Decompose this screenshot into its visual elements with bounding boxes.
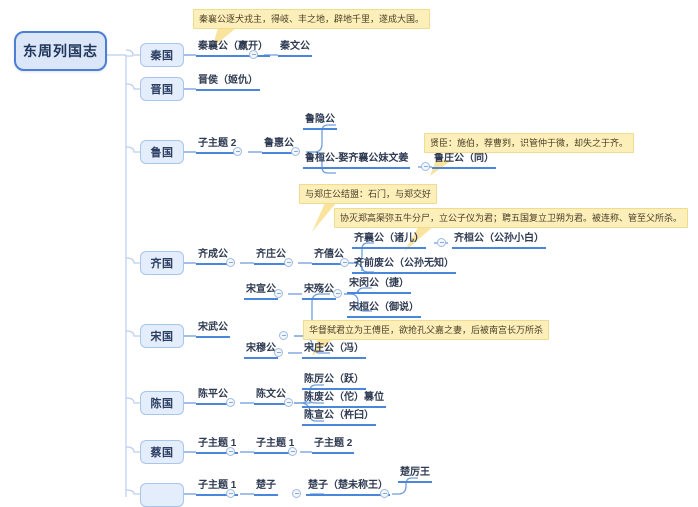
- branch-node-chu[interactable]: [140, 483, 184, 507]
- toggle-chen-pinggong[interactable]: [226, 398, 235, 407]
- leaf-lu-zhuanggong[interactable]: 鲁庄公（同）: [432, 152, 496, 169]
- leaf-lu-huigong[interactable]: 鲁惠公: [262, 137, 296, 154]
- leaf-chen-ligong[interactable]: 陈厉公（跃）: [302, 373, 366, 390]
- leaf-chen-pinggong[interactable]: 陈平公: [196, 388, 230, 405]
- leaf-chu-liwang[interactable]: 楚厉王: [398, 466, 432, 483]
- branch-label: 秦国: [150, 50, 174, 62]
- branch-node-cai[interactable]: 蔡国: [140, 440, 184, 464]
- note-qin[interactable]: 秦襄公逐犬戎主，得岐、丰之地，辟地千里，遂成大国。: [193, 9, 431, 29]
- leaf-qi-xigong[interactable]: 齐僖公: [312, 248, 346, 265]
- leaf-chen-wengong[interactable]: 陈文公: [254, 388, 288, 405]
- branch-node-qin[interactable]: 秦国: [140, 43, 184, 67]
- root-node-label: 东周列国志: [23, 43, 98, 59]
- branch-label: 宋国: [150, 331, 174, 343]
- leaf-qin-wengong[interactable]: 秦文公: [278, 40, 312, 57]
- toggle-chu-sub1[interactable]: [226, 489, 235, 498]
- branch-node-lu[interactable]: 鲁国: [140, 140, 184, 164]
- leaf-chen-xuangong[interactable]: 陈宣公（杵臼）: [302, 409, 376, 426]
- leaf-song-mugong[interactable]: 宋穆公: [244, 342, 278, 359]
- branch-node-chen[interactable]: 陈国: [140, 391, 184, 415]
- leaf-qi-zhuanggong[interactable]: 齐庄公: [254, 248, 288, 265]
- toggle-lu-huangong[interactable]: [421, 162, 430, 171]
- note-song[interactable]: 华督弑君立为王傅臣，欲抢孔父嘉之妻，后被南宫长万所杀: [303, 320, 550, 340]
- leaf-lu-huangong[interactable]: 鲁桓公-娶齐襄公妹文姜: [303, 152, 411, 169]
- note-lu[interactable]: 贤臣：施伯，荐曹刿，识管仲于微，却失之于齐。: [424, 133, 635, 153]
- toggle-song-shanggong[interactable]: [333, 289, 342, 298]
- leaf-chu-zi-unking[interactable]: 楚子（楚未称王）: [306, 479, 390, 496]
- toggle-song-wugong[interactable]: [279, 331, 288, 340]
- leaf-chu-sub1[interactable]: 子主题 1: [196, 479, 239, 496]
- branch-node-qi[interactable]: 齐国: [140, 251, 184, 275]
- branch-node-jin[interactable]: 晋国: [140, 77, 184, 101]
- branch-label: 晋国: [150, 84, 174, 96]
- toggle-song-mugong[interactable]: [274, 348, 283, 357]
- leaf-chen-feigong[interactable]: 陈废公（佗）篡位: [302, 391, 386, 408]
- leaf-cai-sub2[interactable]: 子主题 2: [312, 437, 355, 454]
- leaf-song-xuangong[interactable]: 宋宣公: [244, 283, 278, 300]
- toggle-cai-sub1b[interactable]: [288, 447, 297, 456]
- leaf-song-wugong[interactable]: 宋武公: [196, 321, 230, 338]
- leaf-qin-xianggong[interactable]: 秦襄公（嬴开）: [196, 40, 270, 57]
- leaf-song-mingong[interactable]: 宋闵公（捷）: [347, 277, 411, 294]
- leaf-jin-hou[interactable]: 晋侯（姬仇）: [196, 74, 260, 91]
- leaf-lu-sub2[interactable]: 子主题 2: [196, 137, 239, 154]
- branch-label: 齐国: [150, 258, 174, 270]
- leaf-cai-sub1a[interactable]: 子主题 1: [196, 437, 239, 454]
- branch-label: 陈国: [150, 398, 174, 410]
- root-node[interactable]: 东周列国志: [14, 31, 107, 71]
- toggle-chu-zi[interactable]: [292, 489, 301, 498]
- toggle-qi-chenggong[interactable]: [226, 258, 235, 267]
- leaf-cai-sub1b[interactable]: 子主题 1: [254, 437, 297, 454]
- leaf-qi-chenggong[interactable]: 齐成公: [196, 248, 230, 265]
- toggle-lu-sub2[interactable]: [233, 147, 242, 156]
- toggle-cai-sub1a[interactable]: [226, 447, 235, 456]
- leaf-chu-zi[interactable]: 楚子: [254, 479, 278, 496]
- leaf-qi-xianggong[interactable]: 齐襄公（诸儿）: [352, 232, 426, 249]
- note-qi-alliance[interactable]: 与郑庄公结盟：石门，与郑交好: [299, 184, 438, 204]
- toggle-qi-zhuanggong[interactable]: [284, 258, 293, 267]
- leaf-song-zhuanggong[interactable]: 宋庄公（冯）: [302, 342, 366, 359]
- leaf-lu-yingong[interactable]: 鲁隐公: [303, 113, 337, 130]
- toggle-song-xuangong[interactable]: [274, 289, 283, 298]
- branch-node-song[interactable]: 宋国: [140, 324, 184, 348]
- toggle-qin-xianggong[interactable]: [249, 50, 258, 59]
- branch-label: 鲁国: [150, 147, 174, 159]
- note-qi-events[interactable]: 协灭郑高渠弥五牛分尸，立公子仪为君；聘五国复立卫朔为君。被连称、管至父所杀。: [334, 208, 689, 228]
- toggle-qi-xigong[interactable]: [340, 258, 349, 267]
- leaf-qi-huangong[interactable]: 齐桓公（公孙小白）: [452, 232, 546, 249]
- toggle-lu-huigong[interactable]: [291, 147, 300, 156]
- leaf-song-huangong[interactable]: 宋桓公（御说）: [347, 301, 421, 318]
- leaf-qi-qianfeigong[interactable]: 齐前废公（公孙无知）: [352, 257, 456, 274]
- branch-label: 蔡国: [150, 447, 174, 459]
- toggle-qi-xianggong[interactable]: [437, 238, 446, 247]
- toggle-chu-zi-unking[interactable]: [380, 489, 389, 498]
- toggle-chen-wengong[interactable]: [284, 398, 293, 407]
- leaf-song-shanggong[interactable]: 宋殇公: [302, 283, 336, 300]
